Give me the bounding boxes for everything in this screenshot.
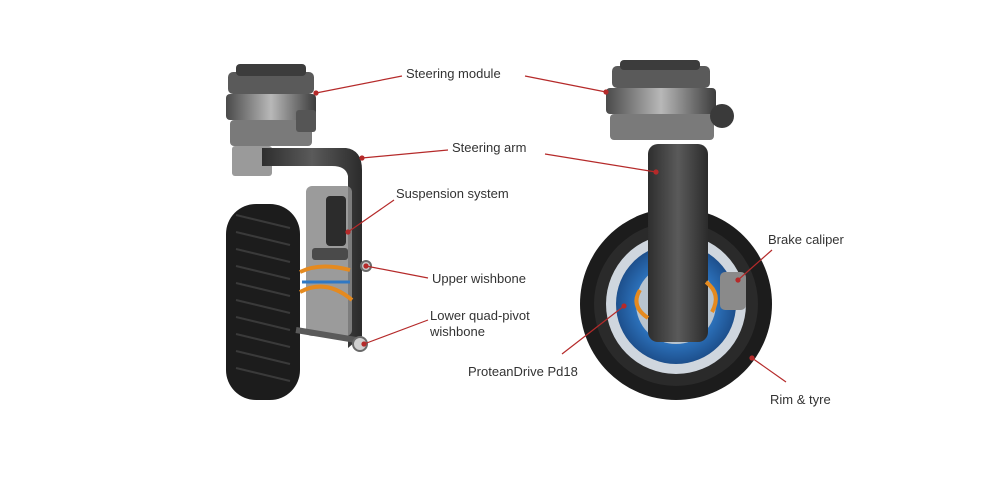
label-proteandrive: ProteanDrive Pd18 (468, 364, 578, 379)
right-brake-caliper (720, 272, 746, 310)
leader-steering-arm-right (544, 153, 657, 173)
leader-steering-module-right (524, 75, 607, 93)
leader-rim-tyre (751, 357, 787, 383)
left-tyre (226, 204, 300, 400)
right-steering-module (606, 60, 734, 140)
leader-steering-arm-left (361, 149, 449, 159)
label-suspension-system: Suspension system (396, 186, 509, 201)
label-lower-wishbone-line2: wishbone (430, 324, 485, 339)
leader-lines (313, 75, 787, 383)
left-tyre-tread (235, 214, 291, 382)
leader-upper-wishbone (365, 265, 429, 279)
label-brake-caliper: Brake caliper (768, 232, 844, 247)
leader-proteandrive (561, 305, 625, 355)
label-lower-wishbone-line1: Lower quad-pivot (430, 308, 530, 323)
leader-steering-module-left (315, 75, 403, 94)
leader-brake-caliper (737, 249, 773, 281)
label-steering-arm: Steering arm (452, 140, 527, 155)
leader-lower-wishbone (363, 319, 429, 345)
label-rim-tyre: Rim & tyre (770, 392, 831, 407)
label-upper-wishbone: Upper wishbone (432, 271, 526, 286)
label-steering-module: Steering module (406, 66, 501, 81)
leader-suspension (347, 199, 395, 233)
right-steering-arm (648, 144, 708, 342)
left-steering-module (226, 64, 316, 176)
right-wheel-assembly (580, 60, 772, 400)
left-suspension (295, 186, 372, 352)
left-wheel-assembly (226, 64, 372, 400)
